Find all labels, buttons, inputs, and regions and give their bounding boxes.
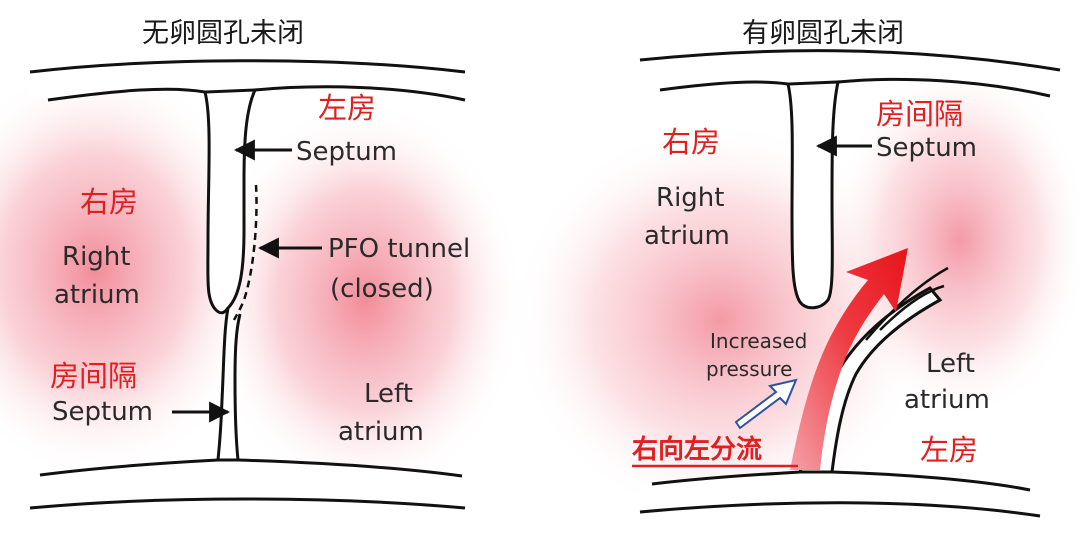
label-right-atrium-en-1-r: Right xyxy=(656,183,724,213)
septum-primum-r xyxy=(786,80,840,310)
flap-line-1 xyxy=(865,266,949,341)
top-wall-outer xyxy=(29,59,466,74)
bottom-wall-inner-left xyxy=(39,458,219,477)
pfo-tunnel-closed-line xyxy=(232,184,258,321)
bottom-wall-outer xyxy=(29,497,466,510)
label-left-atrium-cn-top: 左房 xyxy=(318,91,376,125)
label-shunt: 右向左分流 xyxy=(632,434,762,465)
label-left-atrium-en-1: Left xyxy=(364,379,413,409)
top-wall-outer-r xyxy=(639,49,1061,72)
label-right-atrium-cn-r: 右房 xyxy=(662,125,720,159)
label-septum-bottom-cn: 房间隔 xyxy=(50,359,137,393)
bottom-wall xyxy=(30,463,465,508)
left-panel: 无卵圆孔未闭 左房 Septum 右房 Right atrium PFO tun… xyxy=(0,18,525,510)
top-wall-r xyxy=(640,50,1060,96)
label-septum-bottom: Septum xyxy=(52,397,153,427)
top-wall-inner-right xyxy=(254,85,466,102)
flap-line-2 xyxy=(879,284,945,331)
label-septum-en-r: Septum xyxy=(876,133,977,163)
label-left-atrium-en-2: atrium xyxy=(338,417,424,447)
top-wall-inner-left xyxy=(47,87,206,102)
bottom-wall-outer-r xyxy=(639,501,1041,518)
label-pfo-tunnel-1: PFO tunnel xyxy=(328,234,470,264)
label-right-atrium-en-2-r: atrium xyxy=(644,221,730,251)
label-right-atrium-en-2: atrium xyxy=(54,280,140,310)
label-right-atrium-en-1: Right xyxy=(62,242,130,272)
bottom-wall-inner-left-r xyxy=(651,470,801,486)
pressure-hollow-arrow xyxy=(734,378,798,430)
label-right-atrium-cn: 右房 xyxy=(80,185,138,219)
left-panel-title: 无卵圆孔未闭 xyxy=(142,18,304,49)
top-wall-inner-left-r xyxy=(659,80,789,92)
label-pfo-tunnel-2: (closed) xyxy=(330,274,434,304)
bottom-wall-inner-right xyxy=(237,458,463,478)
right-panel: 有卵圆孔未闭 右房 Right atrium 房间隔 Septum Increa… xyxy=(510,18,1080,520)
label-septum-top: Septum xyxy=(296,137,397,167)
label-pressure-2: pressure xyxy=(706,357,792,381)
label-pressure-1: Increased xyxy=(710,329,807,353)
right-atrium-blush xyxy=(0,60,265,480)
bottom-wall-inner-right-r xyxy=(831,470,1031,492)
label-left-atrium-en-1-r: Left xyxy=(926,349,975,379)
label-left-atrium-en-2-r: atrium xyxy=(904,385,990,415)
label-left-atrium-cn-r: 左房 xyxy=(920,433,978,467)
left-atrium-blush xyxy=(205,100,525,500)
label-septum-cn-r: 房间隔 xyxy=(876,97,963,131)
right-panel-title: 有卵圆孔未闭 xyxy=(742,18,904,49)
shunt-arrow xyxy=(790,248,908,470)
top-wall-inner-right-r xyxy=(837,77,1051,98)
